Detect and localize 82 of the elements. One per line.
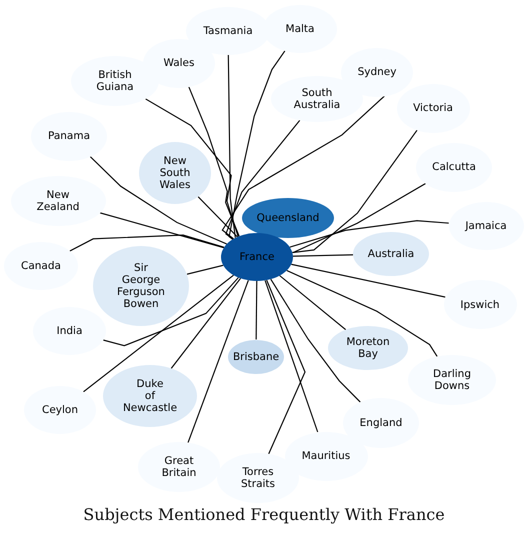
node-label: New Zealand	[36, 189, 80, 213]
connector-line	[292, 254, 354, 257]
node-label: Torres Straits	[240, 466, 276, 490]
topic-ellipse	[93, 246, 189, 326]
topic-ellipse	[33, 307, 106, 355]
node-label: Moreton Bay	[346, 336, 390, 360]
connector-line	[186, 264, 224, 275]
topic-ellipse	[448, 202, 524, 250]
node-label: Tasmania	[203, 25, 253, 37]
topic-ellipse	[138, 442, 220, 492]
topic-ellipse	[396, 84, 470, 132]
connector-line	[90, 156, 227, 244]
connector-line	[279, 275, 346, 330]
node-label: Mauritius	[302, 450, 350, 462]
node-label: Jamaica	[465, 220, 507, 232]
topic-ellipse	[284, 432, 368, 480]
node-label: Brisbane	[232, 350, 280, 362]
node-label: Sir George Ferguson Bowen	[117, 262, 165, 310]
topic-ellipse	[228, 340, 284, 374]
node-label: England	[360, 417, 402, 429]
node-label: Darling Downs	[433, 368, 471, 392]
connector-line	[225, 120, 300, 240]
connector-line	[222, 96, 385, 240]
node-label: India	[56, 325, 82, 337]
topic-ellipse	[24, 386, 96, 434]
topic-ellipse	[4, 242, 78, 290]
connector-line	[286, 270, 438, 357]
topic-ellipse	[10, 176, 106, 226]
connector-line	[188, 86, 240, 236]
node-label: Malta	[286, 23, 314, 35]
node-label: Queensland	[256, 212, 320, 224]
topic-ellipse	[343, 398, 419, 448]
node-label: British Guiana	[96, 69, 134, 93]
node-label: Calcutta	[432, 161, 476, 173]
topic-ellipse	[217, 453, 299, 503]
connector-line	[290, 220, 449, 248]
connector-line	[292, 182, 426, 253]
connector-line	[264, 280, 318, 432]
node-label: Panama	[48, 130, 90, 142]
connector-line	[256, 281, 258, 340]
topic-ellipse	[71, 56, 159, 106]
connector-line	[100, 212, 224, 248]
node-label: Victoria	[413, 102, 453, 114]
connector-line	[188, 280, 249, 443]
topic-ellipse	[353, 232, 429, 276]
topic-ellipse	[242, 198, 334, 238]
diagram-title: Subjects Mentioned Frequently With France	[83, 505, 445, 525]
node-label: Canada	[21, 260, 61, 272]
connector-line	[292, 130, 418, 254]
topic-ellipse	[221, 233, 293, 281]
connector-line	[145, 98, 239, 237]
node-label: South Australia	[294, 87, 340, 111]
topic-ellipse	[103, 365, 197, 427]
connector-line	[291, 264, 446, 298]
node-label: New South Wales	[160, 155, 190, 191]
topic-ellipse	[143, 38, 215, 88]
topic-ellipse	[139, 142, 211, 204]
node-label: Australia	[368, 248, 414, 260]
topic-ellipse	[271, 76, 363, 122]
topic-ellipse	[328, 326, 408, 370]
connector-line	[266, 280, 306, 454]
topic-ellipse	[416, 142, 492, 192]
topic-ellipse	[31, 112, 107, 160]
node-label: Great Britain	[162, 455, 196, 479]
connector-line	[70, 234, 224, 252]
topic-ellipse	[341, 48, 413, 96]
connector-line	[228, 50, 286, 240]
topic-ellipse	[444, 280, 516, 329]
topic-ellipse	[408, 355, 496, 405]
connector-line	[270, 278, 361, 402]
connector-line	[198, 196, 238, 238]
connector-line	[170, 278, 241, 369]
connector-line	[228, 55, 236, 238]
node-label: Ceylon	[42, 404, 78, 416]
node-label: France	[240, 251, 274, 263]
node-label: Ipswich	[460, 298, 500, 310]
topic-ellipse	[263, 5, 337, 53]
connector-line	[83, 274, 234, 392]
connector-line	[103, 277, 239, 346]
node-label: Wales	[164, 57, 194, 69]
node-label: Duke of Newcastle	[122, 378, 178, 414]
node-label: Sydney	[358, 66, 396, 78]
